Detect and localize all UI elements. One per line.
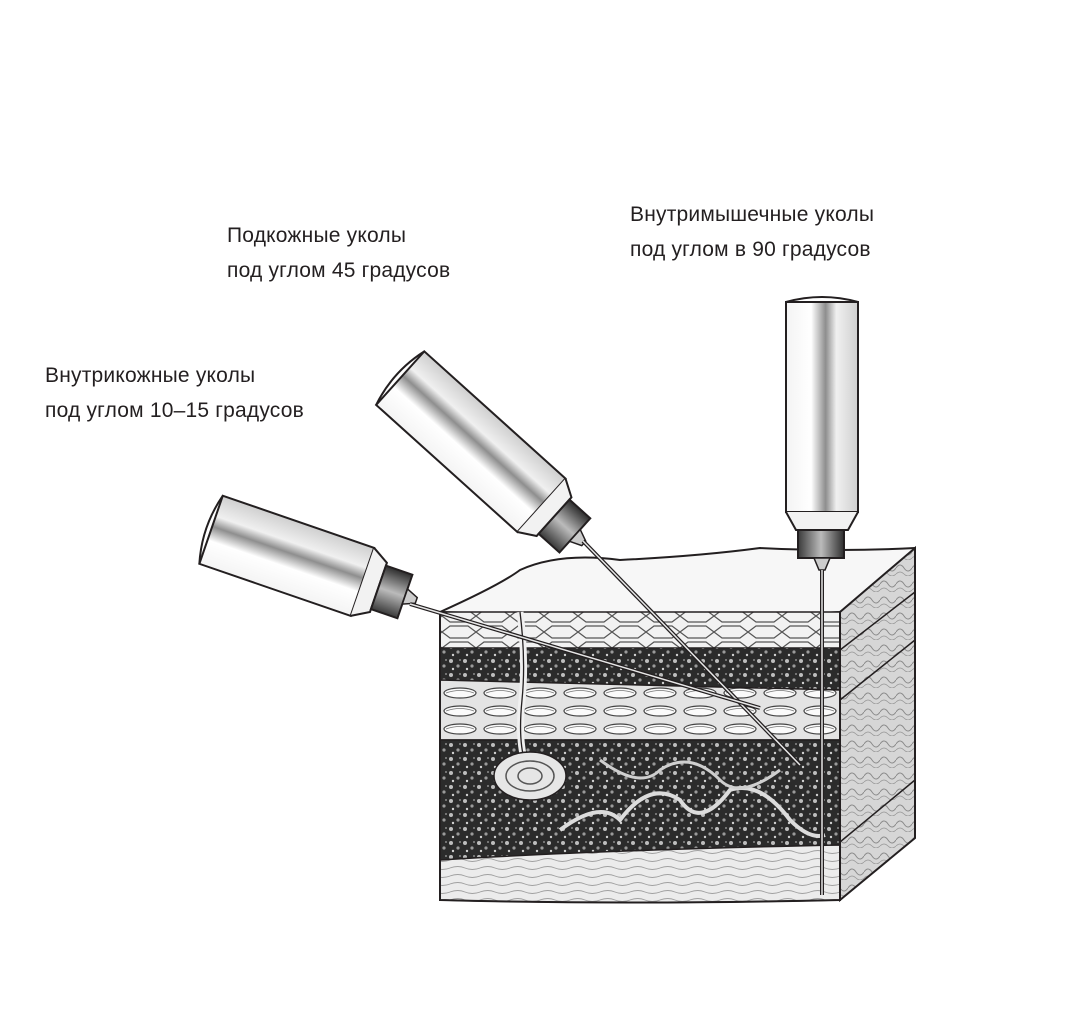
intradermal-label-line1: Внутрикожные уколы — [45, 364, 256, 387]
intramuscular-label-line1: Внутримышечные уколы — [630, 203, 875, 226]
intradermal-label: Внутрикожные уколы под углом 10–15 граду… — [45, 358, 304, 428]
dermis-layer — [439, 679, 841, 741]
subcutaneous-syringe — [374, 349, 802, 767]
intramuscular-label: Внутримышечные уколы под углом в 90 град… — [630, 197, 874, 267]
subcutaneous-label-line2: под углом 45 градусов — [227, 259, 451, 282]
block-outline — [439, 612, 841, 904]
subcutaneous-label: Подкожные уколы под углом 45 градусов — [227, 218, 450, 288]
blood-vessel — [558, 786, 826, 838]
intradermal-syringe — [198, 494, 761, 710]
subcutaneous-label-line1: Подкожные уколы — [227, 224, 407, 247]
intradermal-label-line2: под углом 10–15 градусов — [45, 399, 304, 422]
intramuscular-syringe — [785, 296, 859, 895]
skin-block — [439, 545, 916, 904]
intramuscular-label-line2: под углом в 90 градусов — [630, 238, 871, 261]
sweat-gland — [493, 751, 567, 801]
